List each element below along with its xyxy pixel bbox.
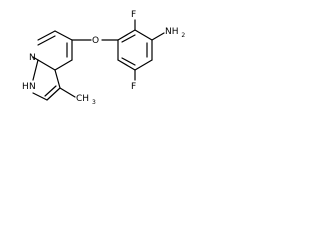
- bond: [54, 59, 73, 71]
- bond: [44, 85, 57, 97]
- amine-label: NH 2: [165, 27, 185, 39]
- ether-oxygen-label: O: [92, 36, 99, 46]
- bond: [121, 57, 136, 66]
- methyl-ch-label: CH: [76, 94, 89, 104]
- bond: [134, 29, 153, 41]
- methyl-subscript: 3: [92, 99, 96, 106]
- fluoro-bottom-label: F: [131, 82, 136, 92]
- bond: [54, 30, 73, 41]
- bond: [46, 87, 61, 101]
- pyrrole-hydrogen-label: H: [22, 82, 29, 92]
- bond: [37, 30, 56, 41]
- amine-nh-label: NH: [165, 27, 179, 37]
- bond: [54, 69, 61, 89]
- pyridine-nitrogen-label: N: [29, 53, 36, 63]
- bond: [121, 34, 136, 43]
- bond: [37, 35, 56, 46]
- bond: [117, 29, 136, 41]
- bond: [32, 59, 39, 81]
- pyrrole-ring: [32, 59, 76, 101]
- fluoro-top-label: F: [131, 10, 136, 20]
- bond: [134, 59, 153, 71]
- bond: [32, 56, 39, 61]
- pyridine-ring: [32, 30, 73, 71]
- amine-subscript: 2: [181, 32, 185, 39]
- bond: [37, 59, 56, 71]
- bond: [151, 32, 165, 41]
- bond: [59, 87, 76, 98]
- methyl-label: CH 3: [76, 94, 96, 106]
- bond: [32, 92, 48, 101]
- substituent-bonds: [134, 19, 165, 81]
- chemical-structure: N N H O F F NH 2 CH 3: [22, 10, 185, 106]
- pyrrole-nitrogen-label: N: [29, 82, 36, 92]
- bond: [117, 59, 136, 71]
- aniline-ring: [117, 29, 153, 71]
